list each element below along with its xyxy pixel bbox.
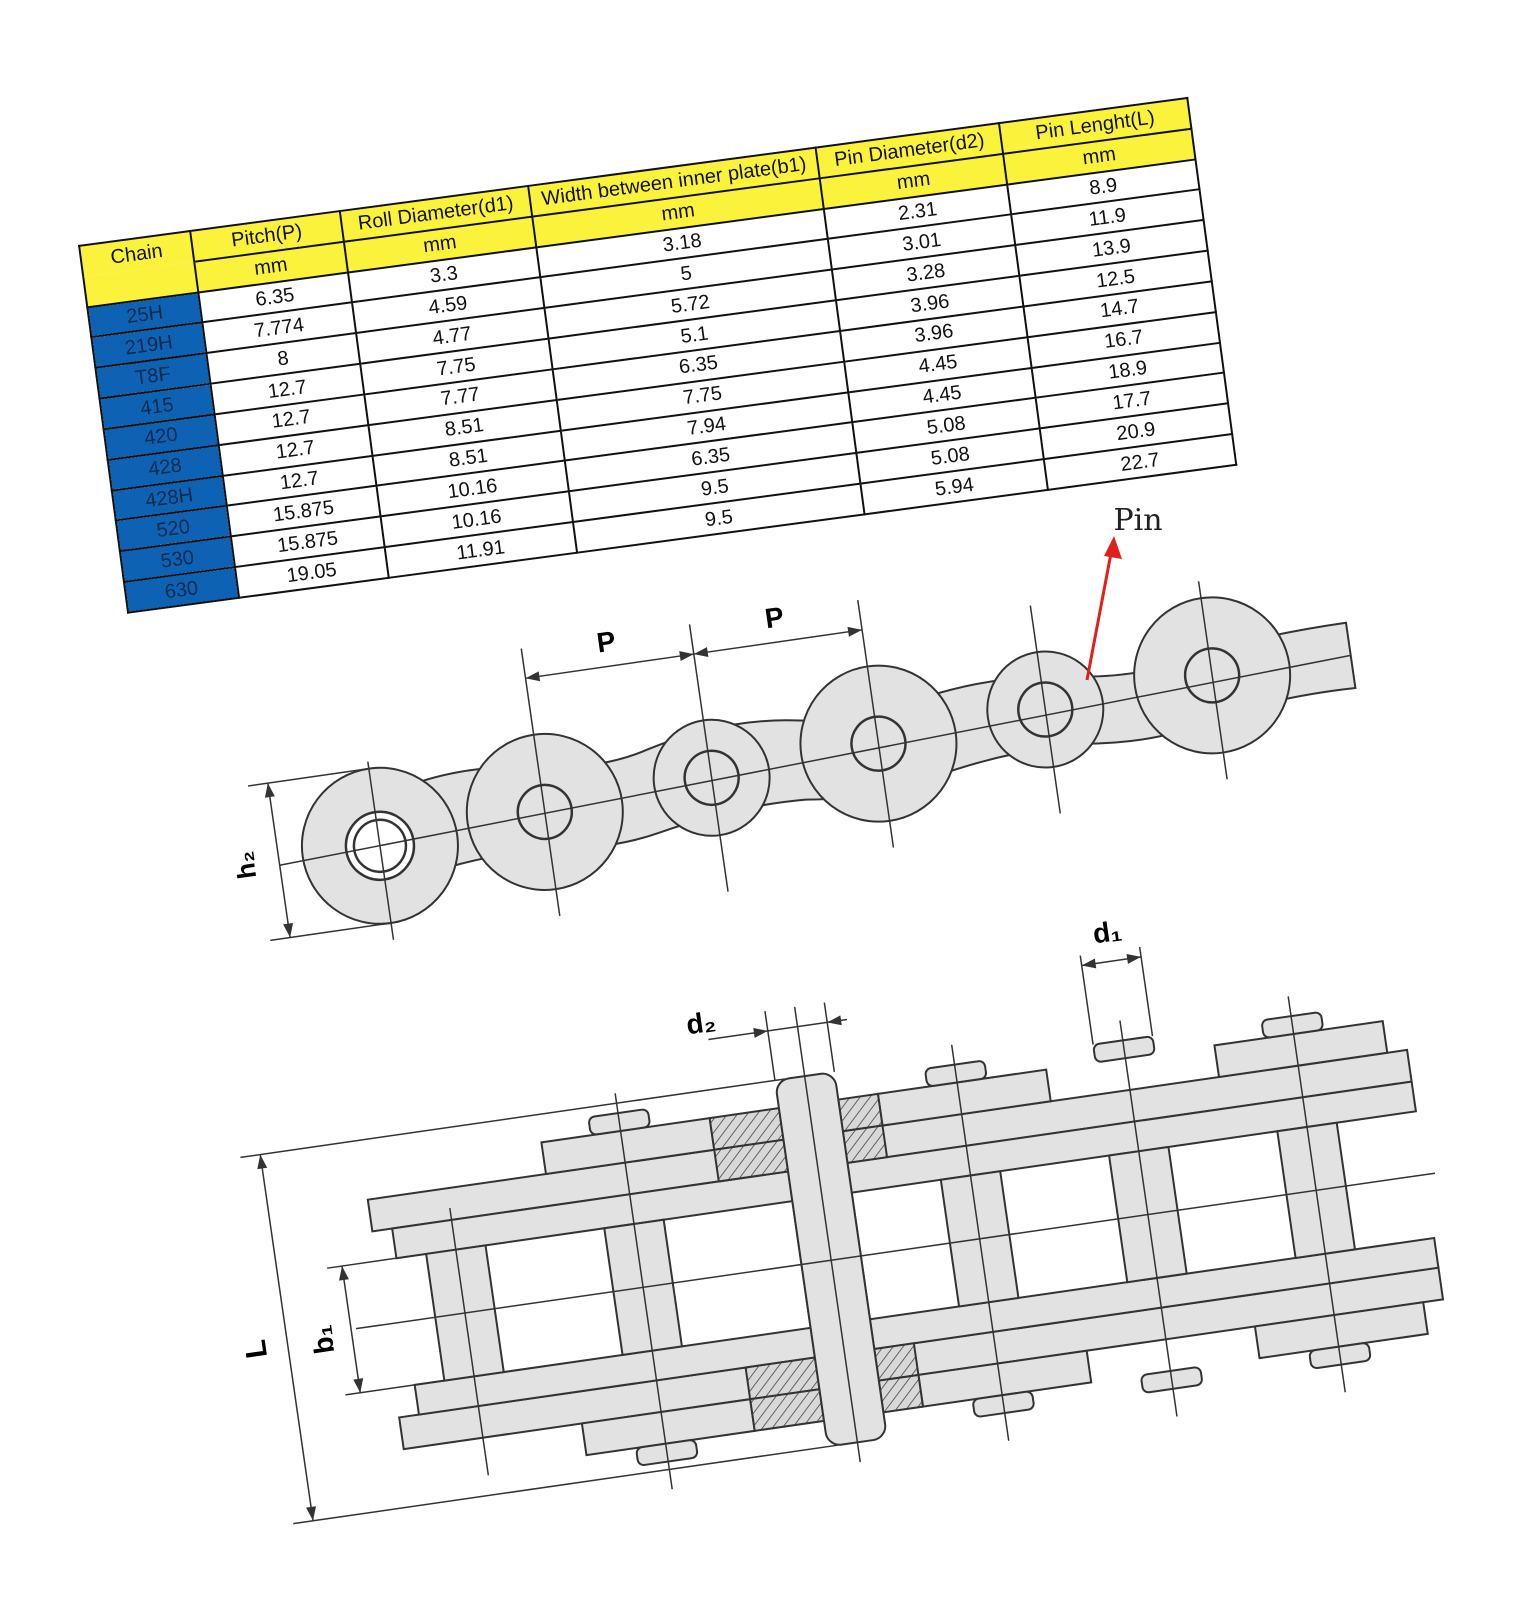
pitch-dimension-2: [693, 629, 863, 655]
arrowhead: [753, 1027, 768, 1038]
inner-width-label: b₁: [305, 1323, 340, 1356]
pin-label: Pin: [1113, 503, 1162, 538]
arrowhead: [353, 1378, 364, 1393]
d2-dimension: [708, 1018, 848, 1041]
L-dimension: [259, 1154, 314, 1521]
pin-axis: [449, 1207, 490, 1476]
pitch-label-2: P: [763, 601, 786, 634]
ext-line: [688, 624, 729, 892]
b1-dimension: [341, 1265, 361, 1393]
L-ext-bottom: [293, 1444, 838, 1525]
roller-diameter-label: d₁: [1091, 915, 1124, 950]
b1-ext-top: [327, 1253, 427, 1269]
plate-height-label: h₂: [229, 849, 263, 880]
d2-ext: [823, 1002, 836, 1072]
arrowhead: [283, 922, 294, 938]
arrowhead: [679, 651, 694, 662]
arrowhead: [827, 1015, 842, 1026]
arrowhead: [693, 647, 709, 658]
ext-line: [367, 761, 395, 940]
pin-axis: [1119, 1020, 1178, 1417]
d2-ext: [764, 1011, 776, 1081]
d1-ext: [1138, 946, 1154, 1037]
pin-axis: [614, 1093, 673, 1490]
arrowhead: [306, 1506, 316, 1521]
inner-plate-row-top: [391, 1080, 1418, 1260]
ext-line: [520, 648, 561, 916]
h2-dimension: [267, 783, 291, 938]
arrowhead: [1081, 958, 1097, 969]
pin-axis: [950, 1044, 1010, 1441]
pin-callout-arrow: [1085, 547, 1114, 681]
pitch-label-1: P: [595, 625, 618, 658]
h2-ext-top: [247, 766, 377, 787]
pin-diameter-label: d₂: [684, 1005, 718, 1040]
pin-axis: [1287, 996, 1346, 1393]
L-ext-top: [240, 1078, 785, 1159]
ext-line: [1029, 605, 1062, 814]
outer-plate-bottom: [398, 1266, 1445, 1451]
ext-line: [857, 600, 895, 848]
arrowhead: [1126, 953, 1142, 964]
pin-callout-arrowhead: [1104, 536, 1122, 559]
arrowhead: [525, 671, 541, 682]
arrowhead: [847, 626, 863, 637]
side-center-line: [279, 654, 1351, 867]
ext-line: [1197, 581, 1228, 780]
pin-axis: [793, 1006, 862, 1463]
pitch-dimension-1: [525, 653, 694, 680]
arrowhead: [264, 783, 275, 798]
top-center-line: [355, 1172, 1436, 1330]
pin-length-label: L: [239, 1338, 274, 1361]
b1-ext-bottom: [345, 1379, 445, 1396]
d1-ext: [1079, 955, 1094, 1045]
chain-side-view: P P h₂: [229, 581, 1357, 942]
inner-plate-row-bottom: [413, 1236, 1440, 1416]
section-plate: [841, 1124, 889, 1165]
section-plate: [877, 1373, 925, 1414]
arrowhead: [257, 1154, 268, 1170]
h2-ext-bottom: [270, 921, 400, 942]
chain-top-view: d₂ d₁ L b₁: [239, 915, 1445, 1525]
outer-plate-top: [366, 1048, 1413, 1233]
arrowhead: [339, 1266, 349, 1281]
